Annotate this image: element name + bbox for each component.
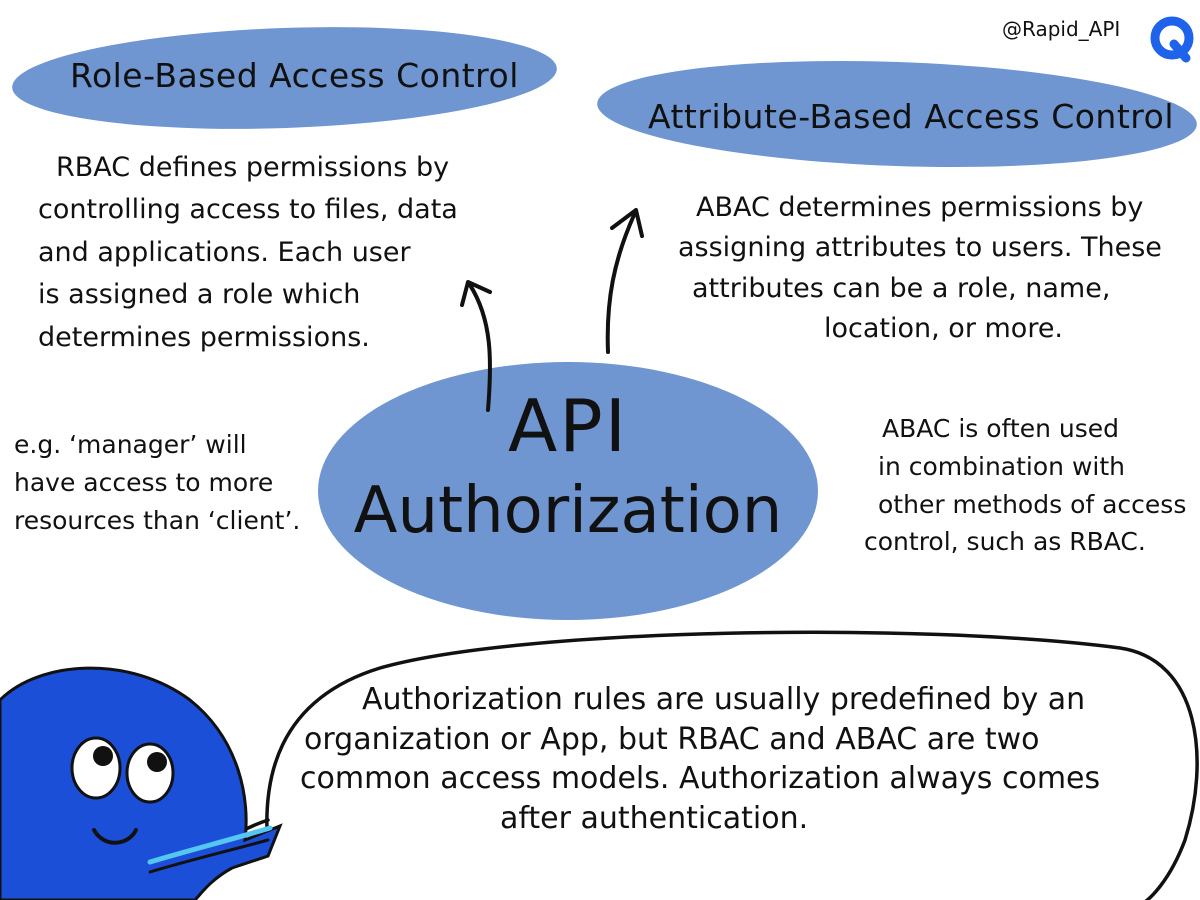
center-title-authorization: Authorization (353, 474, 783, 548)
abac-line-1: ABAC determines permissions by (696, 192, 1144, 223)
mascot-eye-left (70, 736, 122, 800)
arrow-to-rbac-head (460, 280, 492, 307)
abac-note-line-2: in combination with (878, 451, 1125, 481)
rbac-example-line-2: have access to more (14, 467, 274, 497)
abac-description: ABAC determines permissions by assigning… (678, 190, 1162, 348)
rbac-line-5: determines permissions. (38, 321, 370, 353)
mascot-body (0, 666, 283, 900)
speech-text: Authorization rules are usually predefin… (300, 680, 1100, 838)
speech-line-4: after authentication. (500, 800, 809, 836)
rbac-line-3: and applications. Each user (38, 236, 411, 268)
abac-note-line-4: control, such as RBAC. (864, 527, 1146, 557)
center-ellipse (318, 362, 818, 620)
mascot-pupil-right (147, 752, 167, 772)
rbac-description: RBAC defines permissions by controlling … (38, 150, 458, 356)
mascot-arm (147, 825, 273, 865)
center-title-api: API (508, 384, 628, 468)
speech-line-3: common access models. Authorization alwa… (300, 761, 1101, 797)
rbac-line-4: is assigned a role which (38, 279, 361, 311)
abac-note-line-3: other methods of access (878, 489, 1187, 519)
mascot-arm-outline (148, 838, 270, 874)
mascot-pupil-left (93, 746, 113, 766)
rbac-line-2: controlling access to files, data (38, 194, 458, 226)
mascot-eye-right (125, 742, 175, 804)
rbac-example-line-1: e.g. ‘manager’ will (14, 430, 247, 459)
abac-line-4: location, or more. (824, 313, 1064, 345)
mascot-smile (92, 828, 138, 845)
arrow-to-abac-head (610, 208, 644, 238)
arrow-to-abac (605, 213, 636, 354)
rbac-example: e.g. ‘manager’ will have access to more … (14, 428, 300, 537)
handle-text: @Rapid_API (1002, 17, 1121, 41)
abac-line-3: attributes can be a role, name, (692, 272, 1111, 304)
abac-title: Attribute-Based Access Control (648, 97, 1174, 136)
speech-line-2: organization or App, but RBAC and ABAC a… (304, 721, 1040, 757)
rbac-title: Role-Based Access Control (70, 56, 519, 95)
mascot (0, 666, 283, 900)
abac-line-2: assigning attributes to users. These (678, 232, 1162, 264)
abac-note-line-1: ABAC is often used (882, 414, 1119, 443)
speech-line-1: Authorization rules are usually predefin… (362, 682, 1086, 717)
rbac-example-line-3: resources than ‘client’. (14, 505, 301, 535)
abac-note: ABAC is often used in combination with o… (864, 412, 1186, 559)
rbac-line-1: RBAC defines permissions by (56, 152, 450, 183)
speech-bubble-tail (230, 818, 270, 838)
